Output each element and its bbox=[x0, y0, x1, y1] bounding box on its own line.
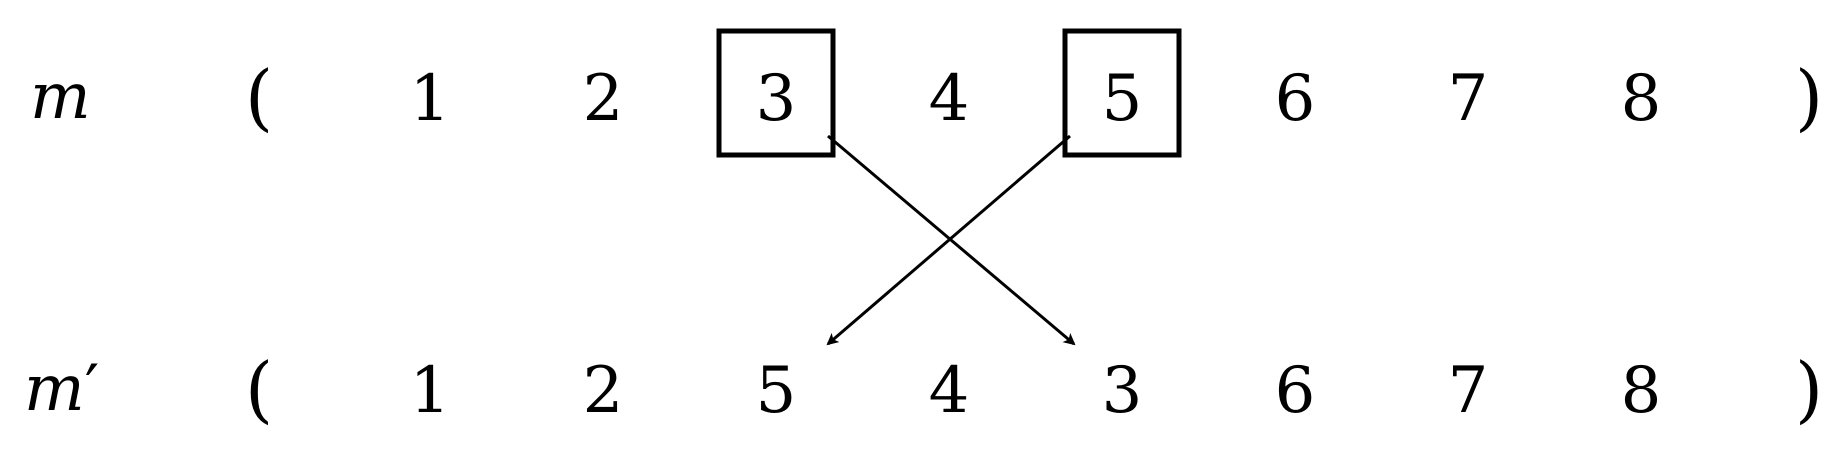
row-m-prime-entry-8: 8 bbox=[1621, 354, 1662, 428]
row-m-prime-close-paren: ) bbox=[1795, 347, 1823, 431]
row-m-prime-entry-6: 6 bbox=[1275, 354, 1316, 428]
row-m-entry-7: 7 bbox=[1448, 62, 1489, 136]
row-m-prime-entry-5: 3 bbox=[1102, 354, 1143, 428]
row-m-entry-5: 5 bbox=[1102, 62, 1143, 136]
row-m-prime-entry-1: 1 bbox=[410, 354, 451, 428]
row-m-entry-3: 3 bbox=[756, 62, 797, 136]
row-m-entry-2: 2 bbox=[583, 62, 624, 136]
row-m-prime-open-paren: ( bbox=[245, 347, 273, 431]
row-m-prime-entry-4: 4 bbox=[929, 354, 970, 428]
row-m-entry-4: 4 bbox=[929, 62, 970, 136]
swap-arrows bbox=[826, 134, 1076, 346]
row-m-prime-label: m′ bbox=[24, 352, 99, 426]
row-m-label: m bbox=[30, 60, 91, 134]
row-m-close-paren: ) bbox=[1795, 55, 1823, 139]
row-m-open-paren: ( bbox=[245, 55, 273, 139]
row-m-entry-8: 8 bbox=[1621, 62, 1662, 136]
row-m-entry-1: 1 bbox=[410, 62, 451, 136]
row-m-values: 1 2 3 4 5 6 7 8 bbox=[410, 62, 1662, 136]
row-m-entry-6: 6 bbox=[1275, 62, 1316, 136]
row-m-prime-values: 1 2 5 4 3 6 7 8 bbox=[410, 354, 1662, 428]
row-m-prime-entry-3: 5 bbox=[756, 354, 797, 428]
highlight-boxes bbox=[716, 28, 1182, 158]
row-m-prime-entry-2: 2 bbox=[583, 354, 624, 428]
highlight-box-5 bbox=[1062, 28, 1182, 158]
row-m-prime-entry-7: 7 bbox=[1448, 354, 1489, 428]
highlight-box-3 bbox=[716, 28, 836, 158]
swap-arrow-2 bbox=[826, 134, 1071, 346]
